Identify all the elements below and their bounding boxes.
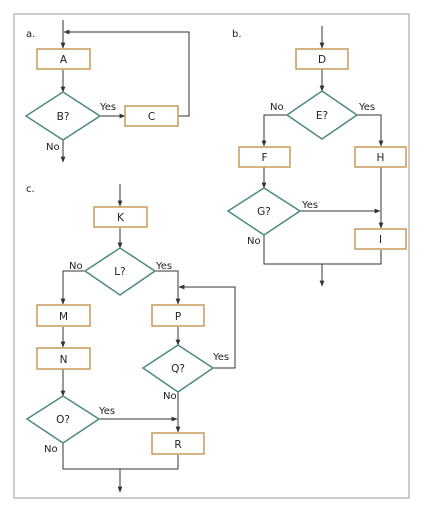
edge-q-yes-loop [178,284,236,369]
node-k-text: K [117,212,125,224]
node-b-text: B? [57,111,70,123]
node-f-box [238,146,291,168]
node-d-text: D [318,54,326,66]
panel-b-label: b. [232,29,242,40]
panel-b: b. D E? F H G? I No Ye [226,26,407,287]
node-k-box [93,206,148,228]
node-b-diamond [24,91,102,141]
node-i-box [354,228,407,250]
node-n-box [36,347,91,370]
node-e-diamond [285,90,359,140]
node-c-box [124,105,179,127]
node-o-diamond [25,395,101,444]
edge-c-loop-back [63,29,190,117]
node-m-text: M [59,311,68,323]
label-e-yes: Yes [358,102,375,113]
node-h-text: H [377,152,385,164]
label-o-no: No [44,444,58,455]
node-e-text: E? [316,110,328,122]
node-r-box [151,432,205,455]
node-d-box [295,48,349,70]
node-f-text: F [261,152,267,164]
label-l-no: No [69,261,83,272]
edge-e-no-to-f [261,114,287,147]
label-b-yes: Yes [99,102,116,113]
label-q-yes: Yes [212,352,229,363]
node-g-diamond [226,187,302,236]
node-r-text: R [174,439,181,451]
node-m-box [36,304,91,327]
node-a-box [36,48,91,70]
label-g-yes: Yes [301,200,318,211]
node-a-text: A [60,54,68,66]
edge-e-yes-to-h [357,114,384,147]
label-l-yes: Yes [155,261,172,272]
node-l-diamond [83,247,157,296]
node-p-text: P [175,311,181,323]
node-l-text: L? [114,266,125,278]
label-g-no: No [247,236,261,247]
panel-a-label: a. [26,29,35,40]
panel-a: a. A B? C Yes No [24,20,190,163]
node-h-box [354,146,407,168]
node-q-diamond [141,344,215,393]
edge-l-no-to-m [60,270,85,305]
edge-l-yes-to-p [155,270,181,305]
panel-c-label: c. [26,184,35,195]
node-q-text: Q? [171,363,185,375]
node-g-text: G? [257,206,271,218]
label-b-no: No [46,142,60,153]
node-p-box [151,304,205,327]
panel-c: c. K L? M N O? [25,184,236,493]
node-i-text: I [379,234,382,246]
label-q-no: No [163,391,177,402]
figure-frame [13,13,410,499]
label-e-no: No [270,102,284,113]
node-c-text: C [148,111,155,123]
node-o-text: O? [56,414,70,426]
label-o-yes: Yes [98,406,115,417]
node-n-text: N [60,354,68,366]
